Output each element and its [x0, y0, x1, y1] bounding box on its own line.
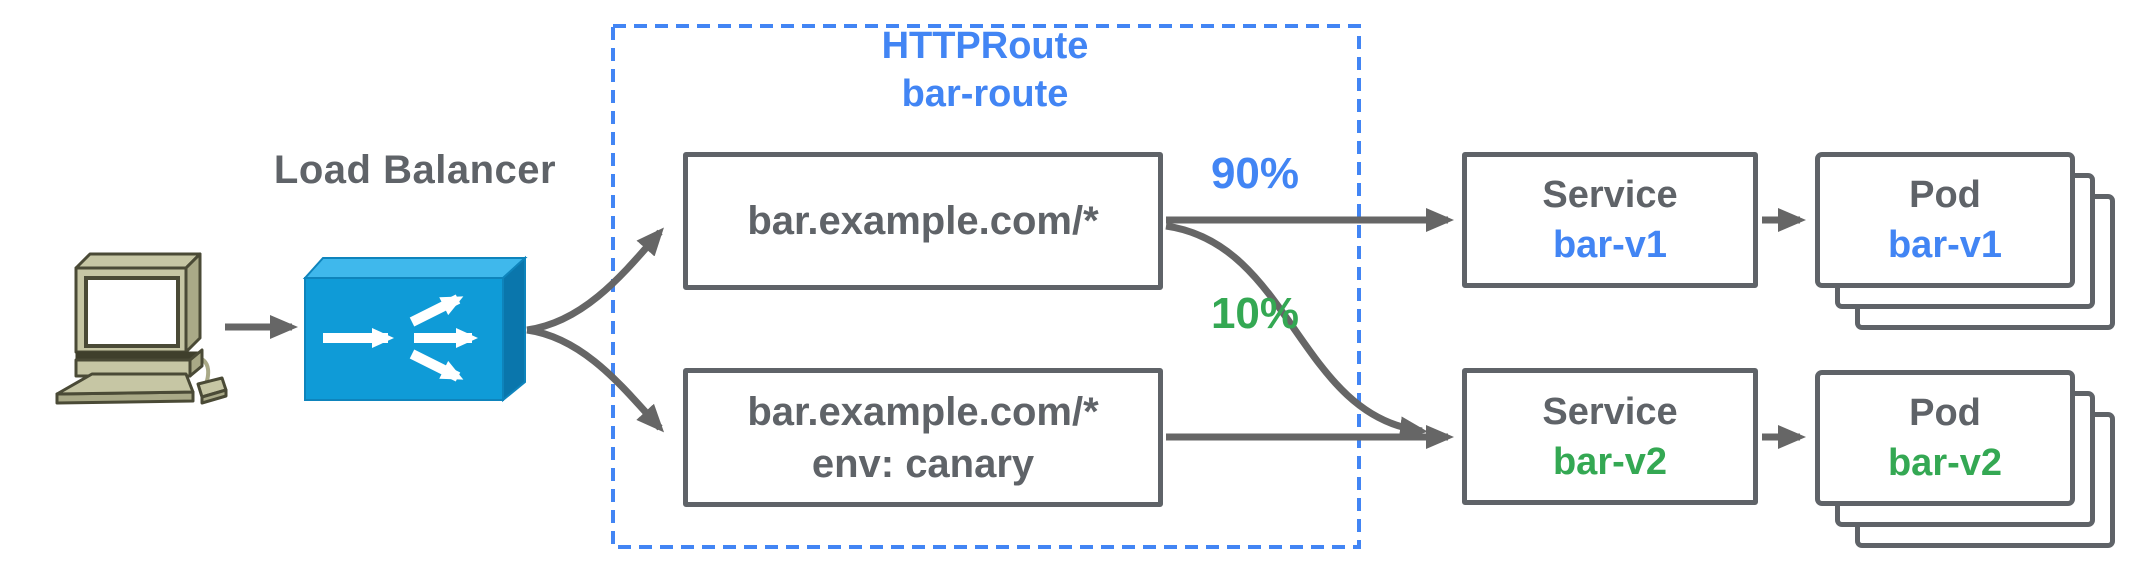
httproute-kind-label: HTTPRoute	[881, 25, 1089, 67]
rule-match-label: bar.example.com/*	[747, 199, 1099, 243]
httproute-title: HTTPRoute bar-route	[610, 22, 1360, 118]
pod-stack-bar-v2: Pod bar-v2	[1815, 370, 2115, 550]
service-kind-label: Service	[1542, 174, 1678, 216]
pod-card-front: Pod bar-v2	[1815, 370, 2075, 506]
pod-kind-label: Pod	[1909, 392, 1981, 434]
pod-card-front: Pod bar-v1	[1815, 152, 2075, 288]
load-balancer-label: Load Balancer	[273, 148, 557, 192]
service-name-label: bar-v1	[1552, 224, 1668, 266]
service-box-bar-v2: Service bar-v2	[1462, 368, 1758, 505]
rule-header-label: env: canary	[811, 441, 1035, 486]
arrow-rule1-to-service-v2-canary	[1165, 222, 1428, 441]
service-name-label: bar-v2	[1552, 440, 1668, 483]
weight-label-v2: 10%	[1210, 289, 1300, 338]
rule-box-default: bar.example.com/*	[683, 152, 1163, 290]
arrow-loadbalancer-to-rule1	[526, 227, 664, 334]
arrow-loadbalancer-to-rule2	[526, 326, 665, 433]
pod-name-label: bar-v2	[1887, 442, 2003, 484]
load-balancer-box-icon	[302, 255, 528, 403]
rule-match-label: bar.example.com/*	[747, 389, 1099, 434]
rule-box-canary: bar.example.com/* env: canary	[683, 368, 1163, 507]
desktop-computer-icon	[55, 252, 228, 405]
pod-stack-bar-v1: Pod bar-v1	[1815, 152, 2115, 332]
pod-kind-label: Pod	[1909, 174, 1981, 216]
pod-name-label: bar-v1	[1887, 224, 2003, 266]
service-box-bar-v1: Service bar-v1	[1462, 152, 1758, 288]
httproute-name-label: bar-route	[901, 73, 1069, 115]
weight-label-v1: 90%	[1210, 149, 1300, 198]
service-kind-label: Service	[1542, 390, 1678, 433]
